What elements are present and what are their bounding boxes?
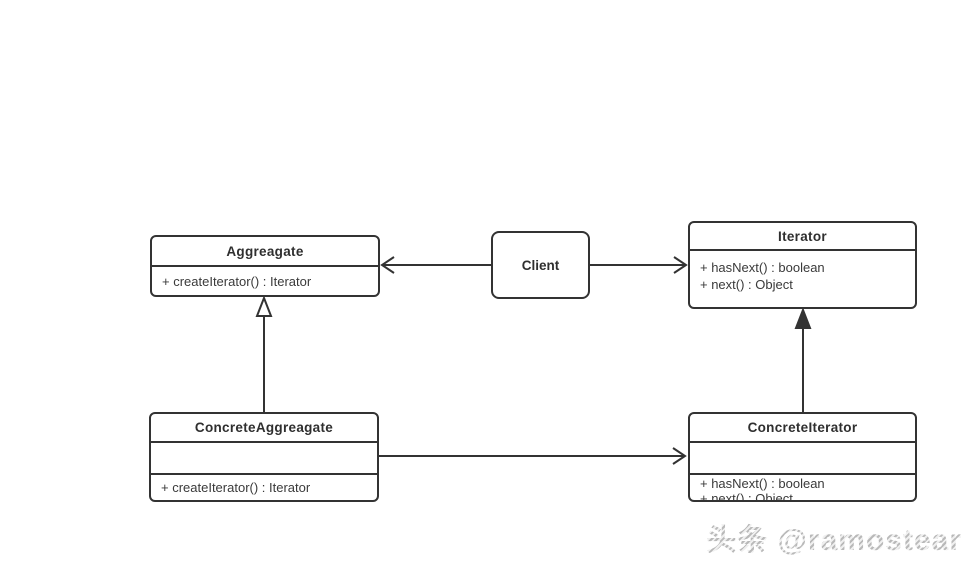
method-label: + createIterator() : Iterator xyxy=(161,480,311,495)
method-label: + hasNext() : boolean xyxy=(700,476,825,491)
class-concrete-iterator-methods: + hasNext() : boolean + next() : Object xyxy=(690,473,915,500)
class-concrete-aggregate-title: ConcreteAggreagate xyxy=(194,420,334,435)
class-client-title: Client xyxy=(521,257,560,273)
method-label: + next() : Object xyxy=(700,277,793,292)
class-aggregate: Aggreagate + createIterator() : Iterator xyxy=(150,235,380,297)
watermark-toutiao: 头条 @ramostear xyxy=(706,515,962,559)
arrow-concreteaggregate-to-concreteiterator xyxy=(379,447,687,465)
class-concrete-iterator-attributes-empty xyxy=(690,441,915,473)
class-concrete-aggregate-methods: + createIterator() : Iterator xyxy=(151,473,377,500)
class-aggregate-title: Aggreagate xyxy=(226,243,304,259)
method-label: + hasNext() : boolean xyxy=(700,260,825,275)
arrow-client-to-iterator xyxy=(590,256,688,274)
generalization-arrow-concreteaggregate-to-aggregate xyxy=(255,295,273,412)
method-label: + createIterator() : Iterator xyxy=(162,273,312,289)
generalization-arrow-concreteiterator-to-iterator xyxy=(794,307,812,412)
class-client: Client xyxy=(491,231,590,299)
method-label: + next() : Object xyxy=(700,491,793,500)
class-concrete-aggregate-attributes-empty xyxy=(151,441,377,473)
class-concrete-iterator-title: ConcreteIterator xyxy=(747,420,858,435)
class-iterator-title: Iterator xyxy=(778,228,827,244)
arrow-client-to-aggregate xyxy=(380,256,491,274)
class-aggregate-methods: + createIterator() : Iterator xyxy=(152,265,378,295)
class-iterator: Iterator + hasNext() : boolean + next() … xyxy=(688,221,917,309)
class-iterator-methods: + hasNext() : boolean + next() : Object xyxy=(690,249,915,293)
class-concrete-iterator: ConcreteIterator + hasNext() : boolean +… xyxy=(688,412,917,502)
class-concrete-aggregate: ConcreteAggreagate + createIterator() : … xyxy=(149,412,379,502)
